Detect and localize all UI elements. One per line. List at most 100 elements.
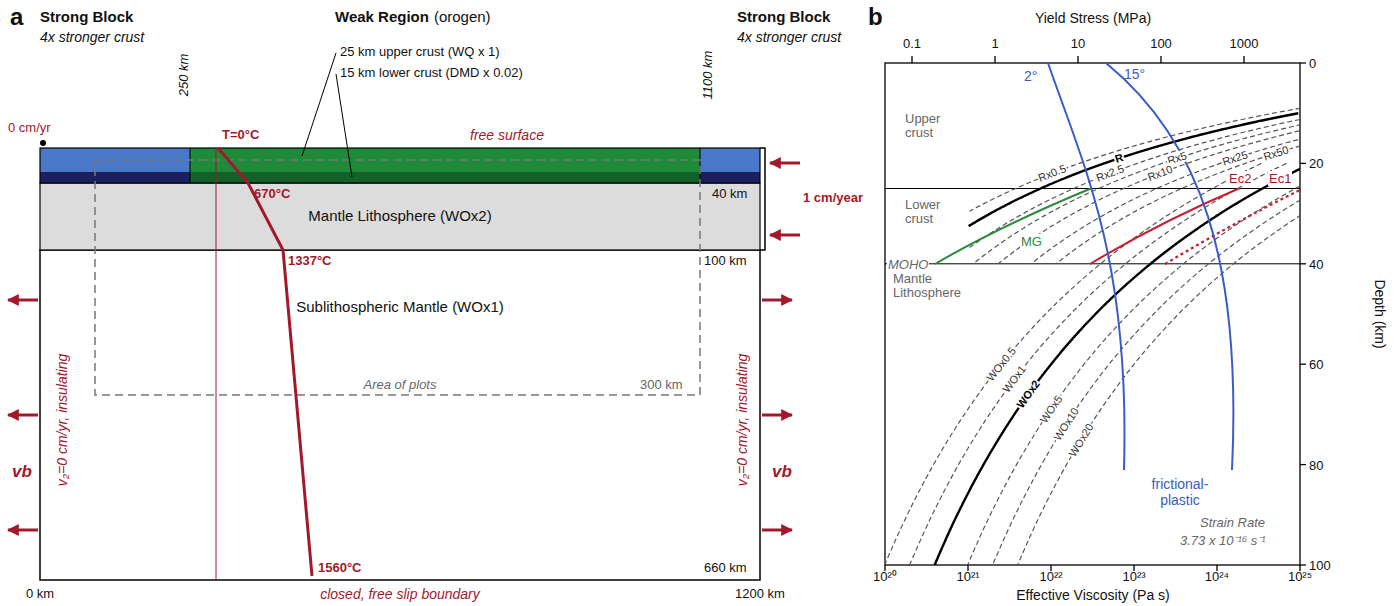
label: MG: [1020, 234, 1043, 249]
label: 0 cm/yr: [8, 120, 51, 135]
frictional-plastic-curves: [1048, 63, 1233, 470]
boundary-arrows: [8, 163, 800, 530]
label: 20: [1309, 156, 1323, 171]
label: Upper crust: [905, 112, 963, 140]
label: v₂=0 cm/yr, insulating: [734, 354, 750, 487]
drawing-polyline: [218, 148, 312, 576]
label: 10²⁰: [873, 569, 897, 584]
drawing-line: [216, 148, 217, 580]
label: T=0°C: [222, 127, 259, 142]
panel-letter: b: [868, 4, 883, 30]
label: closed, free slip boundary: [320, 586, 480, 602]
label: 80: [1309, 457, 1323, 472]
drawing-polyline: [760, 148, 765, 250]
model-band: Sublithospheric Mantle (WOx1): [40, 250, 760, 580]
drawing-line: [762, 414, 792, 417]
label: 1: [991, 36, 998, 51]
label: frictional-plastic: [1133, 476, 1228, 508]
label: 1 cm/year: [803, 190, 863, 205]
label: 250 km: [176, 54, 191, 97]
curve-label: Rx0.5: [1035, 162, 1068, 184]
drawing-path: [935, 188, 1092, 264]
drawing-line: [8, 529, 38, 532]
node-heading: Mantle Lithosphere (WOx2): [308, 207, 491, 224]
label: 10: [1071, 36, 1085, 51]
label: 1100 km: [700, 51, 715, 100]
drawing-line: [8, 414, 38, 417]
drawing-path: [1165, 190, 1300, 264]
viscosity-curve: [1056, 146, 1300, 264]
label: 15 km lower crust (DMD x 0.02): [340, 65, 523, 80]
drawing-line: [190, 148, 191, 183]
plot-frame: [885, 56, 1306, 571]
label: 670°C: [254, 186, 290, 201]
label: 0: [1309, 56, 1316, 71]
drawing-line: [1300, 464, 1306, 465]
drawing-line: [762, 299, 792, 302]
label: 1200 km: [735, 586, 785, 601]
label: 40: [1309, 256, 1323, 271]
label: 15°: [1124, 66, 1145, 82]
label: 0.1: [903, 36, 921, 51]
label: Strain Rate: [1200, 515, 1265, 530]
node-heading: Strong Block: [737, 8, 830, 25]
drawing-line: [1243, 56, 1244, 63]
label: 25 km upper crust (WQ x 1): [340, 44, 500, 59]
model-band: Mantle Lithosphere (WOx2): [40, 183, 760, 250]
drawing-line: [1300, 163, 1306, 164]
curve-label: Rx25: [1220, 148, 1250, 168]
viscosity-curve: [935, 168, 1300, 565]
drawing-line: [1300, 364, 1306, 365]
drawing-line: [1077, 56, 1078, 63]
drawing-rect: [40, 250, 760, 580]
viscosity-curve: [998, 131, 1299, 264]
label: Mantle Lithosphere: [893, 272, 977, 300]
model-band: Weak Region(orogen): [190, 148, 700, 183]
label: 1000: [1230, 36, 1259, 51]
label: 2°: [1024, 68, 1037, 84]
viscosity-curve: [968, 186, 1300, 565]
model-band: Strong Block4x stronger crust: [700, 148, 760, 183]
model-band: Strong Block4x stronger crust: [40, 148, 190, 183]
label: 100: [1150, 36, 1172, 51]
drawing-rect: [40, 148, 760, 183]
viscosity-curve: [993, 200, 1300, 565]
curve-label: Rx10: [1145, 163, 1175, 184]
drawing-line: [336, 74, 352, 177]
drawing-rect: [700, 148, 760, 172]
label: vb: [12, 462, 32, 481]
label: 3.73 x 10⁻¹⁶ s⁻¹: [1180, 533, 1266, 548]
viscosity-curve: [969, 113, 1299, 226]
label: 10²³: [1122, 569, 1145, 584]
drawing-line: [911, 56, 912, 63]
drawing-line: [762, 529, 792, 532]
node-heading: Sublithospheric Mantle (WOx1): [296, 298, 504, 315]
model-domain: [40, 148, 760, 580]
drawing-path: [1106, 63, 1233, 470]
label: v₂=0 cm/yr, insulating: [54, 354, 70, 487]
label: 300 km: [640, 377, 683, 392]
label: 10²⁴: [1205, 569, 1229, 584]
node-subtext: (orogen): [434, 8, 491, 25]
drawing-path: [1048, 63, 1125, 470]
label: Ec2: [1228, 171, 1252, 186]
viscosity-curve: [910, 163, 1287, 565]
viscosity-curve: [970, 120, 1300, 248]
drawing-rect: [40, 183, 760, 250]
drawing-line: [1300, 564, 1306, 565]
drawing-line: [770, 234, 800, 237]
label: 0 km: [26, 586, 54, 601]
label: 40 km: [712, 186, 747, 201]
bracket: [760, 148, 765, 250]
label: 100 km: [704, 253, 747, 268]
node-heading: Strong Block: [40, 8, 133, 25]
fixed-point: [40, 140, 46, 146]
drawing-line: [994, 56, 995, 63]
label: Ec1: [1268, 171, 1292, 186]
label: 1560°C: [318, 560, 362, 575]
drawing-line: [770, 162, 800, 165]
viscosity-curves: [885, 108, 1300, 565]
drawing-line: [1300, 263, 1306, 264]
label: 10²²: [1039, 569, 1062, 584]
